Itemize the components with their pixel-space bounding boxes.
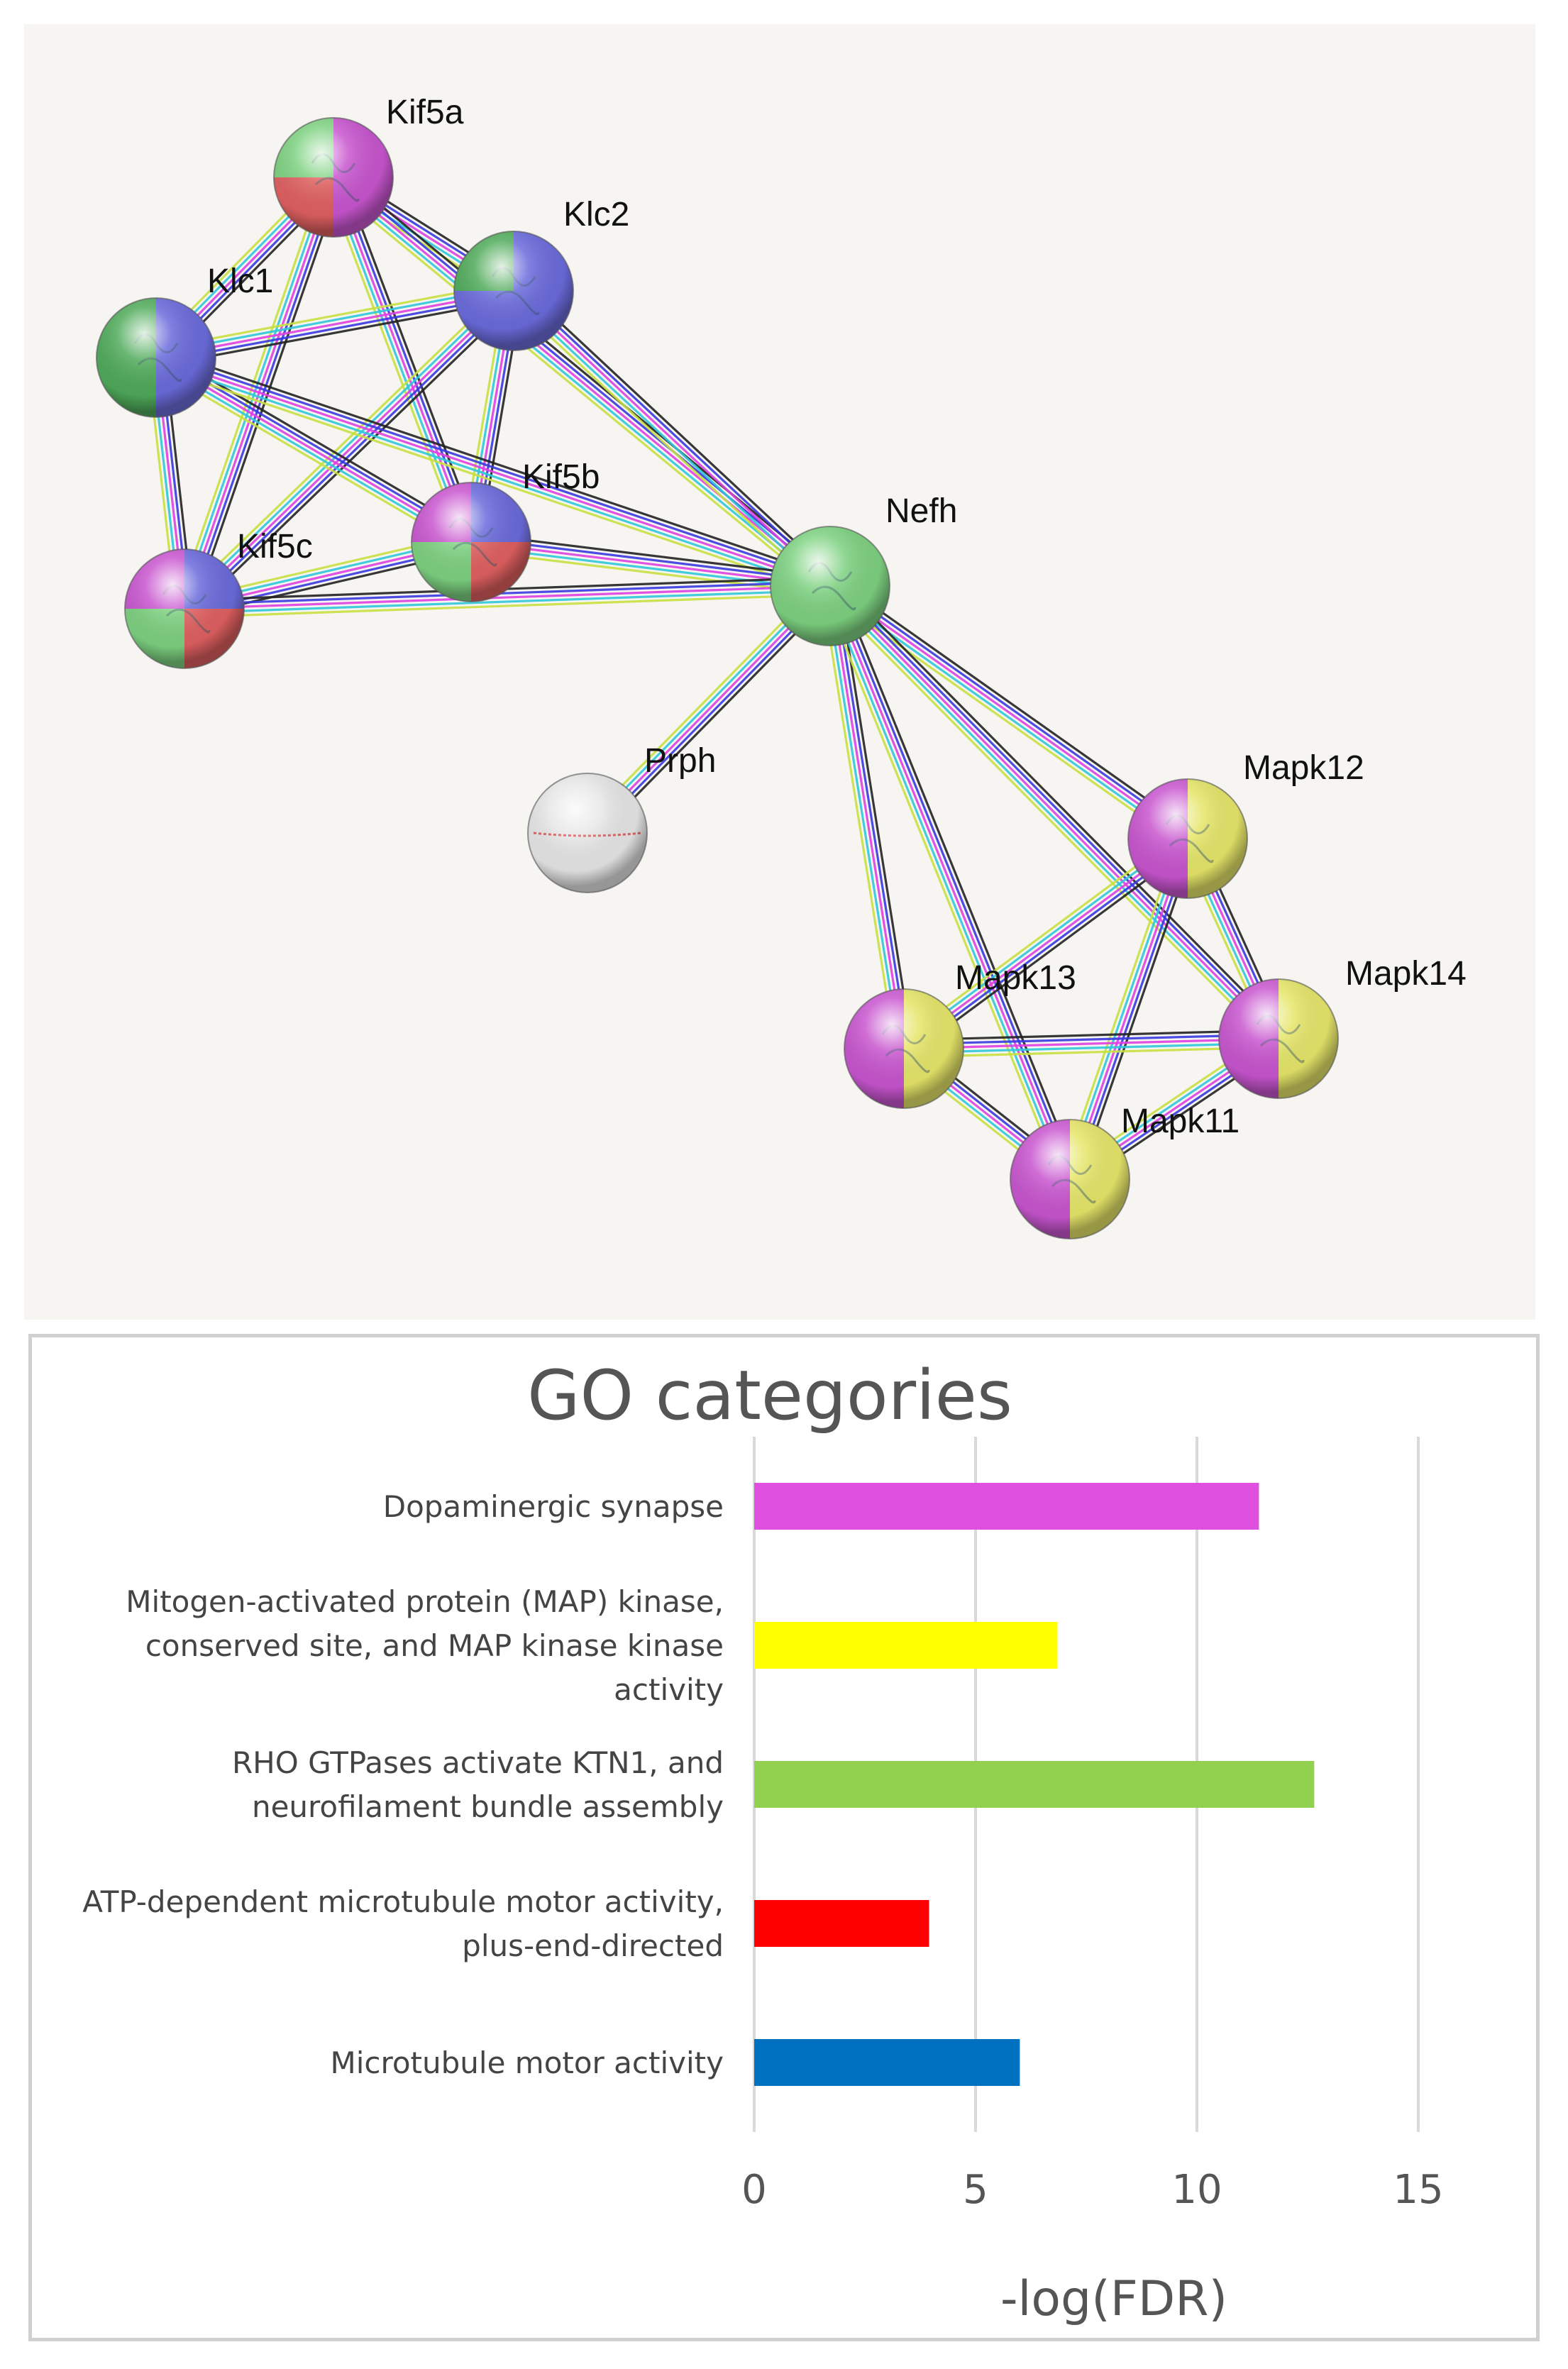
node-label: Kif5b <box>522 458 600 496</box>
x-tick-label: 5 <box>963 2167 988 2213</box>
edge-klc2-kif5c <box>177 284 521 616</box>
node-label: Klc2 <box>563 196 629 233</box>
category-label: conserved site, and MAP kinase kinase <box>145 1628 724 1663</box>
node-kif5a[interactable]: Kif5a <box>273 94 464 238</box>
bar-0 <box>754 1483 1259 1530</box>
x-tick-label: 0 <box>741 2167 767 2213</box>
bar-1 <box>754 1622 1058 1669</box>
node-nefh[interactable]: Nefh <box>770 492 957 646</box>
edge-klc2-klc1 <box>154 281 516 368</box>
node-klc1[interactable]: Klc1 <box>96 263 273 418</box>
category-label: Mitogen-activated protein (MAP) kinase, <box>126 1584 724 1619</box>
node-mapk13[interactable]: Mapk13 <box>844 959 1076 1109</box>
node-mapk14[interactable]: Mapk14 <box>1218 955 1467 1099</box>
node-mapk12[interactable]: Mapk12 <box>1127 749 1364 899</box>
node-label: Kif5a <box>386 94 464 131</box>
bar-2 <box>754 1761 1315 1808</box>
node-label: Mapk14 <box>1345 955 1467 993</box>
chart-title: GO categories <box>527 1356 1012 1435</box>
node-kif5c[interactable]: Kif5c <box>124 528 313 669</box>
x-axis-title: -log(FDR) <box>1000 2271 1227 2327</box>
edge-kif5c-nefh <box>184 576 831 619</box>
node-label: Nefh <box>885 492 957 530</box>
category-label: plus-end-directed <box>462 1928 724 1963</box>
edge-kif5a-nefh <box>327 170 837 594</box>
go-bar-chart: GO categories Dopaminergic synapseMitoge… <box>82 1356 1443 2327</box>
node-label: Klc1 <box>207 263 273 300</box>
x-tick-label: 10 <box>1171 2167 1222 2213</box>
node-label: Mapk13 <box>955 959 1076 997</box>
node-klc2[interactable]: Klc2 <box>453 196 629 351</box>
tick-labels: 0 5 10 15 <box>741 2167 1443 2213</box>
category-label: activity <box>614 1672 724 1707</box>
category-label: Microtubule motor activity <box>331 2045 724 2080</box>
bar-3 <box>754 1900 929 1947</box>
category-label: Dopaminergic synapse <box>383 1489 724 1524</box>
node-kif5b[interactable]: Kif5b <box>411 458 600 602</box>
edge-klc1-nefh <box>153 348 834 595</box>
edge-kif5a-kif5b <box>324 174 480 546</box>
node-label: Mapk12 <box>1243 749 1364 787</box>
node-mapk11[interactable]: Mapk11 <box>1010 1103 1240 1239</box>
category-label: ATP-dependent microtubule motor activity… <box>82 1884 724 1919</box>
bar-layer <box>754 1483 1315 2086</box>
node-prph[interactable]: Prph <box>527 742 716 893</box>
node-label: Prph <box>644 742 716 780</box>
node-label: Kif5c <box>237 528 313 565</box>
category-label: neurofilament bundle assembly <box>252 1789 724 1824</box>
edge-nefh-mapk14 <box>823 579 1286 1046</box>
category-label: RHO GTPases activate KTN1, and <box>232 1745 724 1780</box>
edge-layer <box>146 169 1288 1188</box>
edge-nefh-mapk11 <box>821 582 1079 1183</box>
edge-mapk13-mapk14 <box>903 1029 1279 1059</box>
edge-klc2-nefh <box>507 284 837 593</box>
bar-4 <box>754 2039 1020 2086</box>
x-tick-label: 15 <box>1393 2167 1443 2213</box>
node-label: Mapk11 <box>1121 1103 1240 1140</box>
